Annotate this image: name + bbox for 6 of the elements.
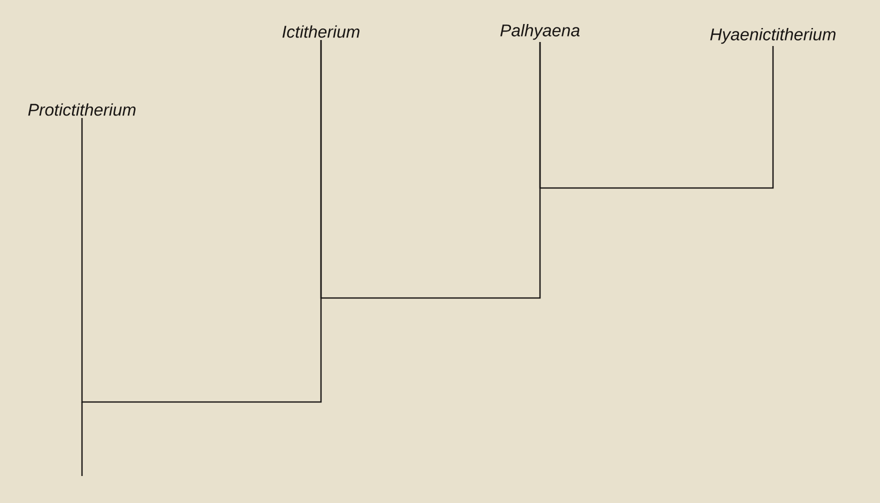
taxon-label: Palhyaena	[500, 24, 580, 40]
taxon-label: Protictitherium	[28, 103, 136, 116]
taxon-label: Ictitherium	[282, 25, 360, 38]
branch-line	[320, 40, 541, 299]
branch-line	[539, 42, 774, 189]
taxon-label: Hyaenictitherium	[710, 28, 836, 44]
